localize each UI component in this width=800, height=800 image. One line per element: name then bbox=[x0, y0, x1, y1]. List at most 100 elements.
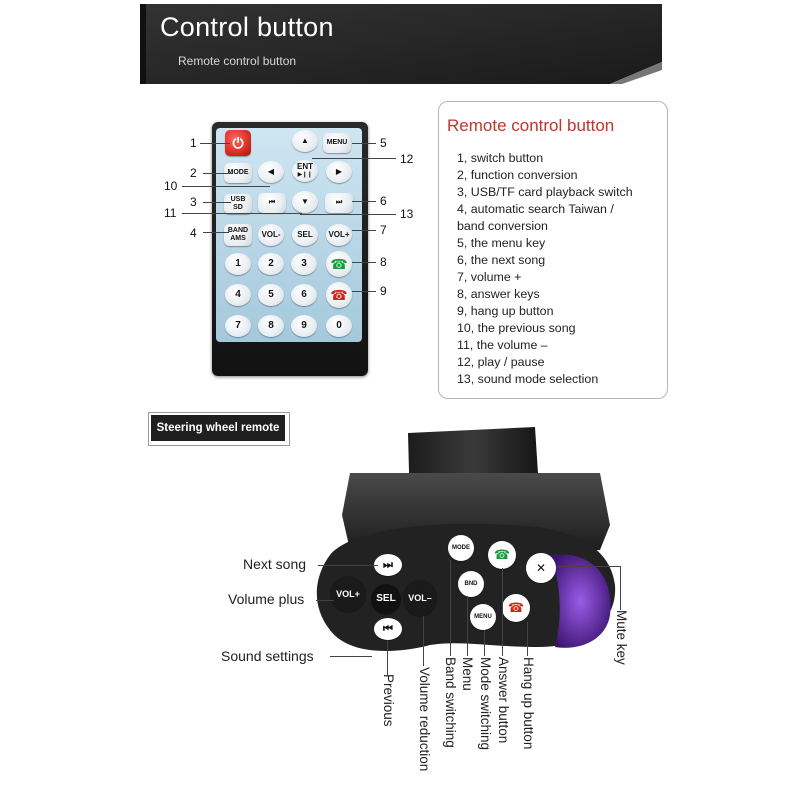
callout-line-3 bbox=[203, 202, 231, 203]
leader-previous bbox=[387, 640, 388, 676]
description-panel bbox=[438, 101, 668, 399]
steering-label: Steering wheel remote bbox=[151, 415, 285, 441]
page-subtitle: Remote control button bbox=[178, 54, 297, 68]
label-answer-button: Answer button bbox=[496, 657, 511, 744]
label-mode-switching: Mode switching bbox=[478, 657, 493, 751]
callout-1: 1 bbox=[190, 136, 197, 150]
answer-button[interactable]: ☎ bbox=[326, 251, 352, 277]
band-ams-button[interactable]: BAND AMS bbox=[224, 224, 252, 246]
wheel-sel-button[interactable]: SEL bbox=[371, 584, 401, 614]
list-item: 4, automatic search Taiwan / band conver… bbox=[457, 202, 614, 233]
callout-line-11 bbox=[182, 213, 302, 214]
ent-label: ENT bbox=[297, 162, 313, 171]
wheel-mode-button[interactable]: MODE bbox=[448, 535, 474, 561]
label-sound-settings: Sound settings bbox=[221, 648, 314, 664]
list-item: 11, the volume – bbox=[457, 338, 548, 352]
leader-mode-switching bbox=[484, 630, 485, 656]
list-item: 2, function conversion bbox=[457, 168, 578, 182]
mode-button[interactable]: MODE bbox=[224, 163, 252, 183]
callout-line-13 bbox=[300, 214, 396, 215]
play-pause-icon: ▶❙❙ bbox=[297, 172, 313, 178]
digit-3-button[interactable]: 3 bbox=[291, 253, 317, 275]
callout-2: 2 bbox=[190, 166, 197, 180]
wheel-prev-button[interactable]: ⏮ bbox=[374, 618, 402, 640]
wheel-vol-minus-button[interactable]: VOL– bbox=[403, 580, 437, 616]
digit-7-button[interactable]: 7 bbox=[225, 315, 251, 337]
leader-answer-button bbox=[502, 568, 503, 656]
callout-line-2 bbox=[203, 173, 233, 174]
header-banner bbox=[140, 4, 662, 84]
digit-1-button[interactable]: 1 bbox=[225, 253, 251, 275]
callout-9: 9 bbox=[380, 284, 387, 298]
wheel-menu-button[interactable]: MENU bbox=[470, 604, 496, 630]
leader-menu bbox=[467, 596, 468, 656]
callout-line-7 bbox=[352, 230, 376, 231]
callout-line-5 bbox=[352, 143, 376, 144]
callout-3: 3 bbox=[190, 195, 197, 209]
label-hang-up-button: Hang up button bbox=[521, 657, 536, 750]
callout-line-8 bbox=[352, 262, 376, 263]
wheel-band-button[interactable]: BND bbox=[458, 571, 484, 597]
callout-12: 12 bbox=[400, 152, 414, 166]
callout-7: 7 bbox=[380, 223, 387, 237]
list-item: 12, play / pause bbox=[457, 355, 545, 369]
digit-0-button[interactable]: 0 bbox=[326, 315, 352, 337]
list-item: 5, the menu key bbox=[457, 236, 546, 250]
vol-plus-button[interactable]: VOL+ bbox=[326, 224, 352, 246]
hangup-button[interactable]: ☎ bbox=[326, 282, 352, 308]
label-volume-reduction: Volume reduction bbox=[417, 667, 432, 772]
list-item: 8, answer keys bbox=[457, 287, 540, 301]
callout-line-9 bbox=[352, 291, 376, 292]
description-list: 1, switch button 2, function conversion … bbox=[457, 150, 662, 388]
steering-remote-device bbox=[316, 427, 616, 651]
digit-2-button[interactable]: 2 bbox=[258, 253, 284, 275]
callout-13: 13 bbox=[400, 207, 414, 221]
digit-4-button[interactable]: 4 bbox=[225, 284, 251, 306]
description-title: Remote control button bbox=[447, 116, 615, 135]
label-menu: Menu bbox=[460, 657, 475, 691]
label-previous: Previous bbox=[381, 674, 396, 727]
callout-line-10 bbox=[182, 186, 270, 187]
leader-sound-settings bbox=[330, 656, 372, 657]
vol-minus-button[interactable]: VOL- bbox=[258, 224, 284, 246]
next-button[interactable]: ⏭ bbox=[325, 193, 353, 213]
label-band-switching: Band switching bbox=[443, 657, 458, 748]
prev-button[interactable]: ⏮ bbox=[258, 193, 286, 213]
band-label: BAND bbox=[227, 227, 249, 234]
usb-sd-button[interactable]: USB SD bbox=[224, 194, 252, 214]
callout-line-6 bbox=[352, 201, 376, 202]
list-item: 1, switch button bbox=[457, 151, 544, 165]
callout-line-1 bbox=[200, 143, 230, 144]
wheel-next-button[interactable]: ⏭ bbox=[374, 554, 402, 576]
sd-label: SD bbox=[233, 204, 243, 211]
digit-9-button[interactable]: 9 bbox=[291, 315, 317, 337]
up-button[interactable]: ▲ bbox=[292, 130, 318, 152]
wheel-mute-button[interactable]: ✕ bbox=[526, 553, 556, 583]
label-mute-key: Mute key bbox=[614, 610, 629, 665]
down-button[interactable]: ▼ bbox=[292, 191, 318, 213]
menu-button[interactable]: MENU bbox=[323, 133, 351, 153]
callout-8: 8 bbox=[380, 255, 387, 269]
digit-5-button[interactable]: 5 bbox=[258, 284, 284, 306]
leader-band-switching bbox=[450, 560, 451, 656]
leader-mute-key-v bbox=[620, 566, 621, 610]
list-item: 10, the previous song bbox=[457, 321, 576, 335]
left-button[interactable]: ◀ bbox=[258, 161, 284, 183]
digit-6-button[interactable]: 6 bbox=[291, 284, 317, 306]
wheel-answer-button[interactable]: ☎ bbox=[488, 541, 516, 569]
list-item: 9, hang up button bbox=[457, 304, 554, 318]
leader-mute-key-h bbox=[556, 566, 620, 567]
digit-8-button[interactable]: 8 bbox=[258, 315, 284, 337]
list-item: 6, the next song bbox=[457, 253, 546, 267]
wheel-vol-plus-button[interactable]: VOL+ bbox=[330, 576, 366, 612]
right-button[interactable]: ▶ bbox=[326, 161, 352, 183]
leader-volume-reduction bbox=[423, 616, 424, 666]
callout-4: 4 bbox=[190, 226, 197, 240]
ent-play-button[interactable]: ENT ▶❙❙ bbox=[292, 160, 318, 182]
list-item: 13, sound mode selection bbox=[457, 372, 599, 386]
callout-11: 11 bbox=[164, 206, 177, 220]
callout-6: 6 bbox=[380, 194, 387, 208]
sel-button[interactable]: SEL bbox=[292, 224, 318, 246]
wheel-hangup-button[interactable]: ☎ bbox=[502, 594, 530, 622]
label-volume-plus: Volume plus bbox=[228, 591, 305, 607]
